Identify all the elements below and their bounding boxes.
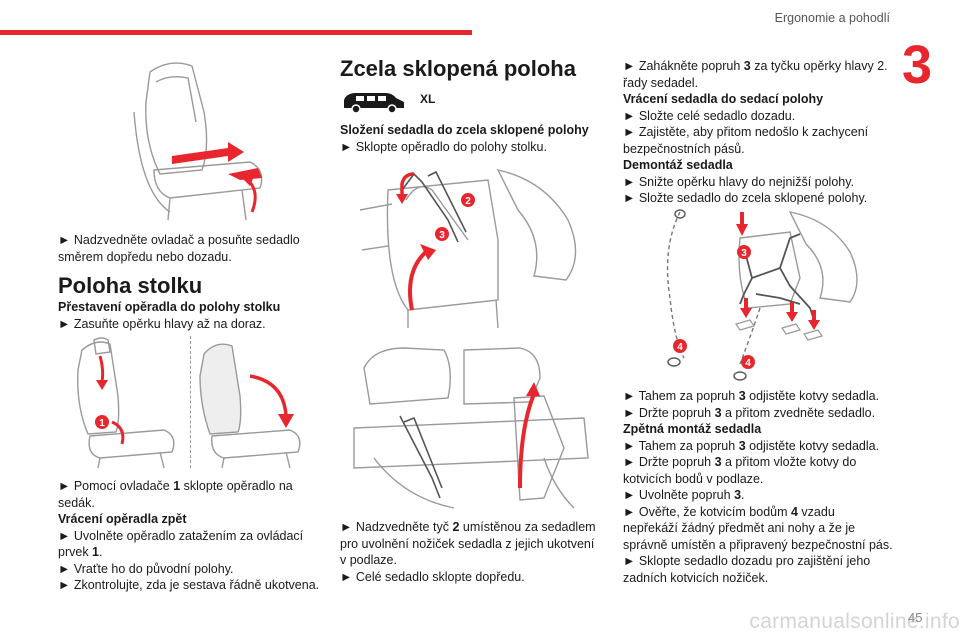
subhead-return-seating: Vrácení sedadla do sedací polohy [623, 92, 824, 106]
callout-4a [673, 339, 687, 353]
step-pull-strap-2: ► Tahem za popruh 3 odjistěte kotvy seda… [623, 438, 880, 453]
subhead-return-backrest: Vrácení opěradla zpět [58, 512, 187, 526]
xl-badge: XL [420, 92, 436, 106]
callout-3b [737, 245, 751, 259]
subhead-fold-fully: Složení sedadla do zcela sklopené polohy [340, 123, 589, 137]
step-adjust-seat: ► Nadzvedněte ovladač a posuňte sedadlo … [58, 233, 300, 264]
step-hold-insert: ► Držte popruh 3 a přitom vložte kotvy d… [623, 455, 857, 486]
chapter-title: Ergonomie a pohodlí [774, 11, 890, 25]
van-xl-icon [344, 93, 404, 114]
seat-fold-illustration-b [199, 343, 301, 469]
section-title-fully-folded: Zcela sklopená poloha [340, 56, 576, 81]
subhead-remove-seat: Demontáž sedadla [623, 158, 733, 172]
callout-3 [435, 227, 449, 241]
illustration-divider [190, 336, 191, 468]
step-return-position: ► Vraťte ho do původní polohy. [58, 561, 234, 576]
header-accent-bar [0, 30, 472, 35]
step-check-anchoring: ► Zkontrolujte, zda je sestava řádně uko… [58, 578, 320, 592]
callout-4a-label: 4 [677, 342, 683, 353]
callout-4b [741, 355, 755, 369]
step-avoid-belts: ► Zajistěte, aby přitom nedošlo k zachyc… [623, 125, 869, 156]
chapter-number: 3 [902, 35, 933, 95]
step-fold-to-table: ► Sklopte opěradlo do polohy stolku. [340, 139, 547, 154]
watermark: carmanualsonline.info [749, 610, 960, 633]
step-verify-anchors: ► Ověřte, že kotvicím bodům 4 vzadu nepř… [623, 504, 893, 552]
seat-tilt-forward-illustration [353, 347, 589, 509]
step-fold-fully: ► Složte sedadlo do zcela sklopené poloh… [623, 191, 868, 205]
page-number: 45 [908, 610, 923, 625]
callout-1-label: 1 [99, 418, 105, 429]
seat-fold-illustration-a: 1 [77, 337, 175, 469]
callout-2-label: 2 [465, 196, 471, 207]
seat-release-illustration: 2 3 [359, 169, 577, 329]
step-release-backrest: ► Uvolněte opěradlo zatažením za ovládac… [58, 528, 304, 560]
section-title-table-position: Poloha stolku [58, 273, 203, 298]
step-lower-headrest: ► Snižte opěrku hlavy do nejnižší polohy… [623, 174, 855, 189]
step-tilt-seat-forward: ► Celé sedadlo sklopte dopředu. [340, 569, 525, 584]
slide-arrows [172, 142, 262, 180]
callout-1 [95, 415, 109, 429]
subhead-refit-seat: Zpětná montáž sedadla [623, 422, 762, 436]
callout-3-label: 3 [439, 230, 445, 241]
step-release-strap: ► Uvolněte popruh 3. [623, 488, 745, 502]
step-hold-lift: ► Držte popruh 3 a přitom zvedněte sedad… [623, 405, 876, 420]
callout-2 [461, 193, 475, 207]
step-pull-strap: ► Tahem za popruh 3 odjistěte kotvy seda… [623, 389, 880, 403]
step-fold-back-final: ► Sklopte sedadlo dozadu pro zajištění j… [623, 554, 871, 585]
seat-slide-illustration [133, 62, 263, 221]
callout-4b-label: 4 [745, 358, 751, 369]
callout-3b-label: 3 [741, 248, 747, 259]
seat-anchors-illustration: 3 4 4 [666, 209, 858, 381]
step-lift-rod: ► Nadzvedněte tyč 2 umístěnou za sedadle… [340, 520, 596, 567]
step-hook-strap: ► Zahákněte popruh 3 za tyčku opěrky hla… [623, 59, 888, 90]
step-unfold-seat: ► Složte celé sedadlo dozadu. [623, 108, 796, 123]
step-fold-with-control: ► Pomocí ovladače 1 sklopte opěradlo na … [58, 479, 293, 510]
step-push-headrest: ► Zasuňte opěrku hlavy až na doraz. [58, 316, 266, 331]
subhead-table-position: Přestavení opěradla do polohy stolku [58, 300, 281, 314]
